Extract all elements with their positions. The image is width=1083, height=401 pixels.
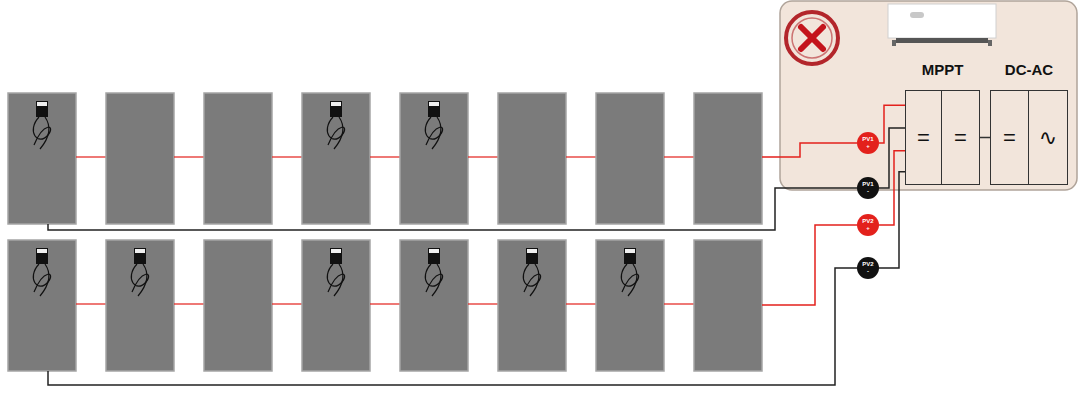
solar-panel [106, 93, 174, 224]
inverter-housing [780, 1, 1077, 190]
dc-ac-box: DC-AC=∿ [990, 90, 1068, 185]
block-heading: DC-AC [991, 61, 1067, 78]
optimizer-icon [425, 101, 442, 149]
terminal-label: PV1 - [861, 181, 875, 195]
panel-link [664, 156, 694, 157]
terminal-pin: PV1 - [857, 177, 879, 199]
solar-panel [204, 93, 272, 224]
dc-wire [879, 172, 905, 268]
dc-wire [879, 151, 905, 225]
panel-link [468, 156, 498, 157]
panel-link [174, 303, 204, 304]
solar-panel [400, 240, 468, 371]
dc-wire [879, 128, 905, 188]
solar-panel [106, 240, 174, 371]
panel-link [272, 303, 302, 304]
block-heading: MPPT [906, 61, 979, 78]
inverter-icon [888, 4, 996, 46]
terminal-pin: PV2 + [857, 214, 879, 236]
solar-panel [302, 240, 370, 371]
solar-panel [498, 240, 566, 371]
solar-panel [8, 240, 76, 371]
dc-wire [879, 105, 905, 143]
terminal-pin: PV2 - [857, 257, 879, 279]
dc-wire [980, 137, 990, 139]
solar-panel [498, 93, 566, 224]
optimizer-icon [425, 248, 442, 296]
converter-cell: = [942, 91, 979, 184]
solar-panel [694, 93, 762, 224]
solar-panel [204, 240, 272, 371]
solar-panel [596, 240, 664, 371]
optimizer-icon [523, 248, 540, 296]
solar-panels [8, 93, 762, 371]
panel-link [370, 156, 400, 157]
optimizer-icon [33, 248, 50, 296]
mppt-box: MPPT== [905, 90, 980, 185]
optimizer-icon [131, 248, 148, 296]
panel-link [174, 156, 204, 157]
terminal-label: PV1 + [861, 136, 875, 150]
rejected-mark [786, 12, 838, 64]
converter-symbol: = [954, 125, 967, 151]
optimizer-icon [327, 101, 344, 149]
panel-link [76, 156, 106, 157]
converter-symbol: ∿ [1039, 125, 1057, 150]
solar-panel [8, 93, 76, 224]
panel-link [76, 303, 106, 304]
terminal-pin: PV1 + [857, 132, 879, 154]
terminal-label: PV2 - [861, 261, 875, 275]
panel-link [468, 303, 498, 304]
converter-symbol: = [1003, 125, 1016, 151]
terminal-label: PV2 + [861, 218, 875, 232]
converter-cell: ∿ [1029, 91, 1067, 184]
optimizer-icon [621, 248, 638, 296]
panel-link [272, 156, 302, 157]
solar-panel [694, 240, 762, 371]
solar-panel [400, 93, 468, 224]
converter-cell: = [991, 91, 1029, 184]
panel-link [566, 156, 596, 157]
optimizer-icon [327, 248, 344, 296]
converter-cell: = [906, 91, 942, 184]
panel-link [664, 303, 694, 304]
panel-link [566, 303, 596, 304]
panel-link [370, 303, 400, 304]
converter-symbol: = [917, 125, 930, 151]
optimizer-icon [33, 101, 50, 149]
solar-panel [596, 93, 664, 224]
solar-panel [302, 93, 370, 224]
string-wires [48, 143, 857, 385]
